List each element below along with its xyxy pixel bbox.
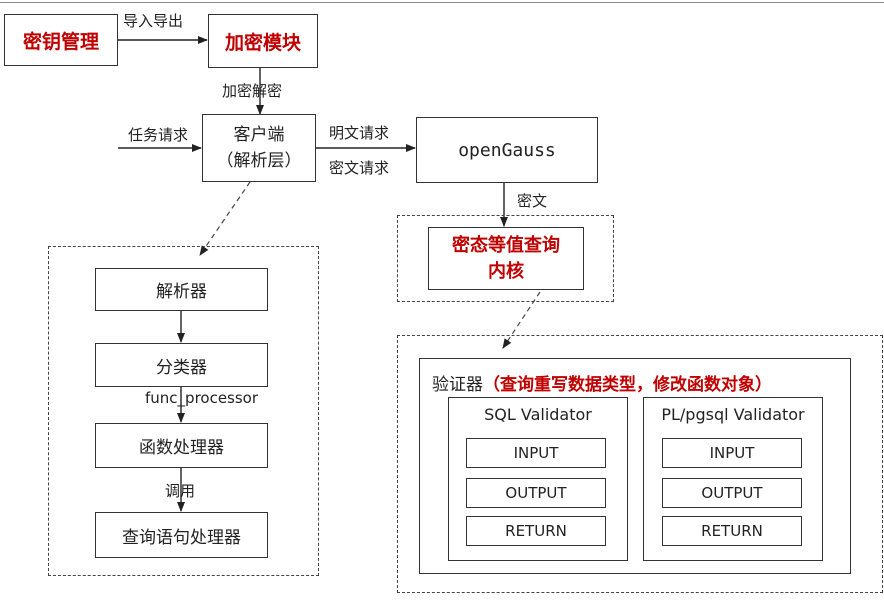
classifier-label: 分类器	[156, 357, 207, 378]
sql-item-output: OUTPUT	[466, 478, 606, 508]
plain-request-label: 明文请求	[329, 124, 390, 142]
query-processor-label: 查询语句处理器	[122, 527, 241, 548]
function-processor-box: 函数处理器	[95, 423, 268, 468]
kernel-title-line1: 密态等值查询	[452, 234, 560, 256]
ciphertext-label: 密文	[517, 192, 548, 210]
plpgsql-validator-title: PL/pgsql Validator	[661, 405, 805, 424]
plpgsql-item-return-label: RETURN	[701, 522, 763, 540]
plpgsql-item-input-label: INPUT	[709, 444, 755, 462]
sql-item-input: INPUT	[466, 438, 606, 468]
key-management-label: 密钥管理	[22, 30, 99, 53]
task-request-label: 任务请求	[128, 126, 189, 144]
key-management-box: 密钥管理	[4, 14, 118, 66]
pipeline-container	[48, 246, 319, 576]
validator-title: 验证器（查询重写数据类型，修改函数对象）	[432, 370, 772, 395]
sql-item-return: RETURN	[466, 516, 606, 546]
import-export-label: 导入导出	[123, 12, 184, 30]
parser-label: 解析器	[156, 282, 207, 302]
classifier-box: 分类器	[95, 343, 268, 387]
kernel-title-line2: 内核	[488, 260, 524, 282]
validator-title-prefix: 验证器	[432, 375, 483, 395]
cipher-request-label: 密文请求	[329, 159, 390, 177]
client-subtitle: （解析层）	[216, 151, 302, 171]
kernel-container	[397, 215, 614, 302]
dashed-link-client	[199, 181, 251, 256]
plpgsql-item-output: OUTPUT	[662, 478, 802, 508]
client-title: 客户端	[233, 125, 285, 145]
plpgsql-item-input: INPUT	[662, 438, 802, 468]
plpgsql-item-output-label: OUTPUT	[701, 484, 763, 502]
plpgsql-item-return: RETURN	[662, 516, 802, 546]
encrypt-decrypt-label: 加密解密	[222, 82, 283, 100]
opengauss-label: openGauss	[458, 139, 556, 161]
validator-container	[397, 335, 883, 593]
kernel-box: 密态等值查询 内核	[428, 227, 584, 290]
validator-title-detail: （查询重写数据类型，修改函数对象）	[483, 375, 772, 395]
sql-validator-title: SQL Validator	[484, 405, 592, 424]
sql-item-return-label: RETURN	[505, 522, 567, 540]
client-box: 客户端 （解析层）	[202, 114, 316, 182]
crypto-module-label: 加密模块	[224, 31, 301, 54]
sql-item-input-label: INPUT	[513, 444, 559, 462]
func-processor-link-label: func_processor	[145, 389, 259, 407]
query-processor-box: 查询语句处理器	[95, 512, 268, 558]
sql-item-output-label: OUTPUT	[505, 484, 567, 502]
parser-box: 解析器	[95, 268, 268, 311]
opengauss-box: openGauss	[416, 117, 598, 183]
function-processor-label: 函数处理器	[139, 438, 224, 458]
call-label: 调用	[165, 482, 196, 500]
top-rule	[0, 2, 884, 3]
crypto-module-box: 加密模块	[208, 14, 318, 68]
